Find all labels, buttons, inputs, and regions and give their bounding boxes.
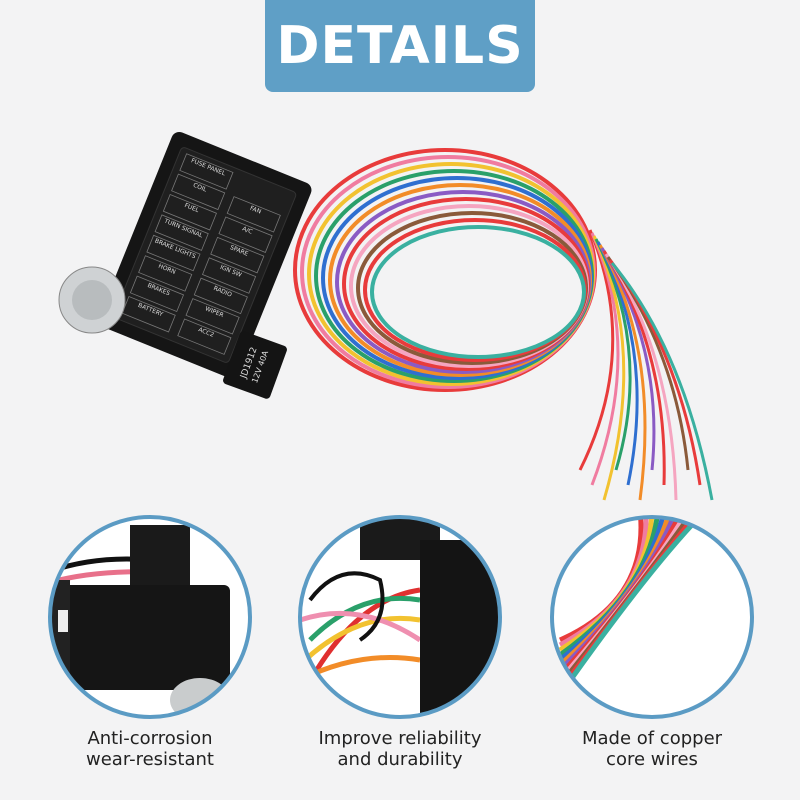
fuse-label: A/C	[241, 225, 253, 235]
caption-line: Anti-corrosion	[87, 728, 213, 749]
caption-line: wear-resistant	[86, 749, 214, 770]
fuse-label: COIL	[192, 182, 208, 194]
wire-end	[598, 244, 647, 501]
fuse-slot	[171, 173, 226, 211]
fuse-slot	[177, 318, 232, 355]
fuse-slot	[226, 196, 281, 233]
detail-circle-wires	[550, 515, 754, 719]
fuse-slot	[162, 194, 217, 231]
caption-line: Improve reliability	[318, 728, 482, 749]
fuse-slot	[179, 153, 234, 190]
fuse-slot	[146, 234, 201, 272]
cylinder-fuse	[58, 266, 126, 334]
fuse-slot	[129, 275, 185, 313]
banner-title: DETAILS	[276, 16, 524, 76]
fuse-slot	[201, 257, 257, 294]
wire-end	[610, 262, 714, 501]
fuse-slot	[185, 298, 240, 335]
fuse-slot	[121, 295, 176, 333]
fuse-slot	[138, 255, 193, 292]
fuse-slot	[193, 277, 248, 315]
detail-circle-connectors	[298, 515, 502, 719]
detail-circle-fusebox	[48, 515, 252, 719]
fuse-slot	[210, 236, 265, 274]
fuse-slot	[218, 216, 273, 253]
wire-end	[578, 229, 615, 471]
wire-end	[590, 232, 620, 486]
feature-caption-anti-corrosion: Anti-corrosion wear-resistant	[40, 728, 260, 770]
fuse-slot	[154, 214, 209, 251]
wire	[370, 225, 586, 359]
wire-harness	[293, 148, 714, 501]
caption-line: and durability	[337, 749, 463, 770]
wire-end	[592, 235, 626, 501]
fuse-label: FAN	[249, 205, 262, 216]
caption-line: Made of copper	[581, 728, 723, 749]
details-banner: DETAILS	[265, 0, 535, 92]
relay: JD1912 12V 40A	[223, 331, 287, 399]
feature-caption-copper: Made of copper core wires	[542, 728, 762, 770]
feature-caption-reliability: Improve reliability and durability	[290, 728, 510, 770]
caption-line: core wires	[606, 749, 698, 770]
